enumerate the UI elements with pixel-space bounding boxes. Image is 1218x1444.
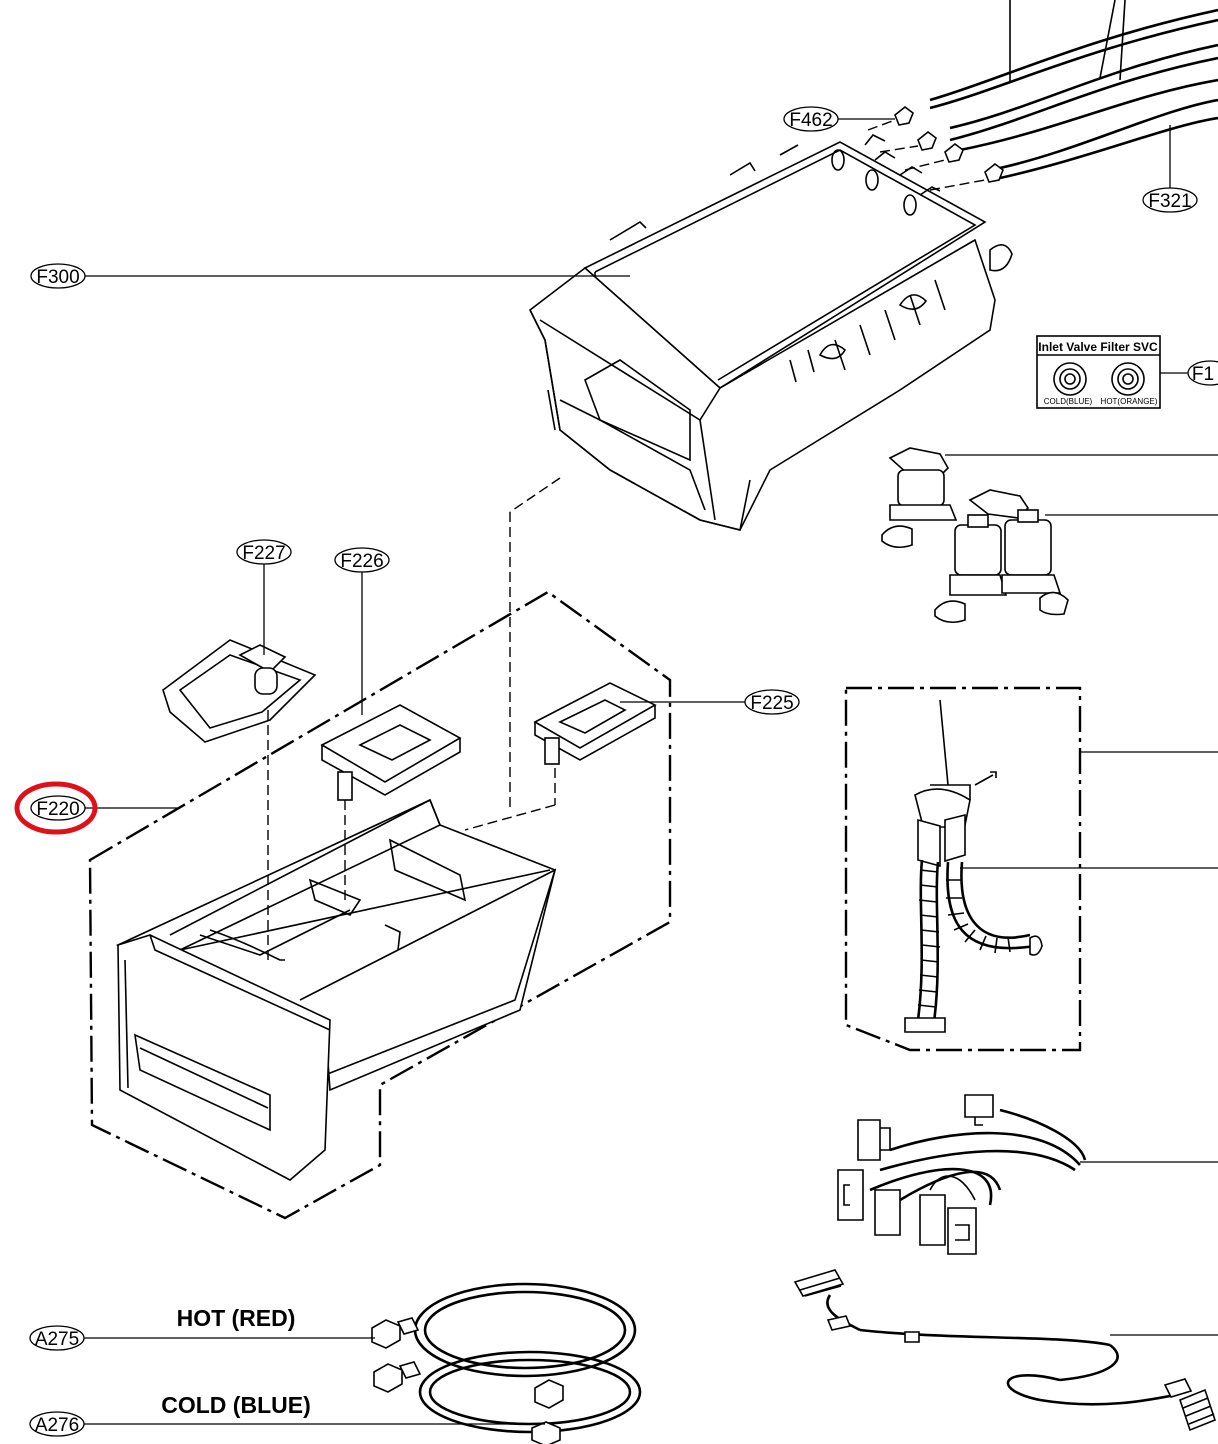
harness-1 [837, 1094, 1218, 1255]
filter-cold-label: COLD(BLUE) [1044, 397, 1093, 406]
harness-2 [793, 1269, 1218, 1432]
inlet-filter-title: Inlet Valve Filter SVC [1038, 340, 1158, 354]
callout-a276: A276 [35, 1415, 79, 1436]
callout-f227-group: F227 [236, 539, 292, 655]
callout-f462-group: F462 [783, 106, 895, 132]
water-hoses [371, 1282, 642, 1444]
siphon-f226 [320, 704, 462, 900]
siphon-cap-f227 [162, 639, 317, 960]
inlet-filter-box: Inlet Valve Filter SVC COLD(BLUE) HOT(OR… [1036, 335, 1161, 409]
inlet-hoses-top [867, 0, 1218, 191]
callout-f1-group: F1 [1160, 360, 1218, 386]
filter-hot-label: HOT(ORANGE) [1101, 397, 1158, 406]
callout-f321-group: F321 [1142, 125, 1198, 213]
callout-f226-group: F226 [334, 547, 390, 715]
callout-f300-group: F300 [30, 263, 630, 289]
cold-hose-label: COLD (BLUE) [161, 1392, 310, 1418]
siphon-f225 [464, 682, 657, 831]
callout-f225-group: F225 [620, 689, 800, 715]
callout-a275: A275 [35, 1329, 79, 1350]
callout-f462: F462 [789, 110, 832, 131]
callout-f220-group: F220 [14, 781, 180, 835]
highlight-ring [14, 781, 98, 835]
callout-f220: F220 [36, 799, 79, 820]
callout-f225: F225 [750, 693, 793, 714]
callout-a275-group: A275 HOT (RED) [29, 1305, 375, 1351]
callout-f1: F1 [1192, 364, 1214, 385]
callout-f321: F321 [1148, 191, 1191, 212]
bellows-assembly [844, 686, 1218, 1052]
callout-f227: F227 [242, 543, 285, 564]
callout-f300: F300 [36, 267, 79, 288]
inlet-valves [881, 447, 1218, 624]
drawer-assembly [88, 590, 672, 1220]
hot-hose-label: HOT (RED) [177, 1305, 296, 1331]
alignment-lines [509, 477, 561, 810]
callout-a276-group: A276 COLD (BLUE) [29, 1392, 545, 1437]
dispenser-housing [528, 133, 1013, 531]
callout-f226: F226 [340, 551, 383, 572]
